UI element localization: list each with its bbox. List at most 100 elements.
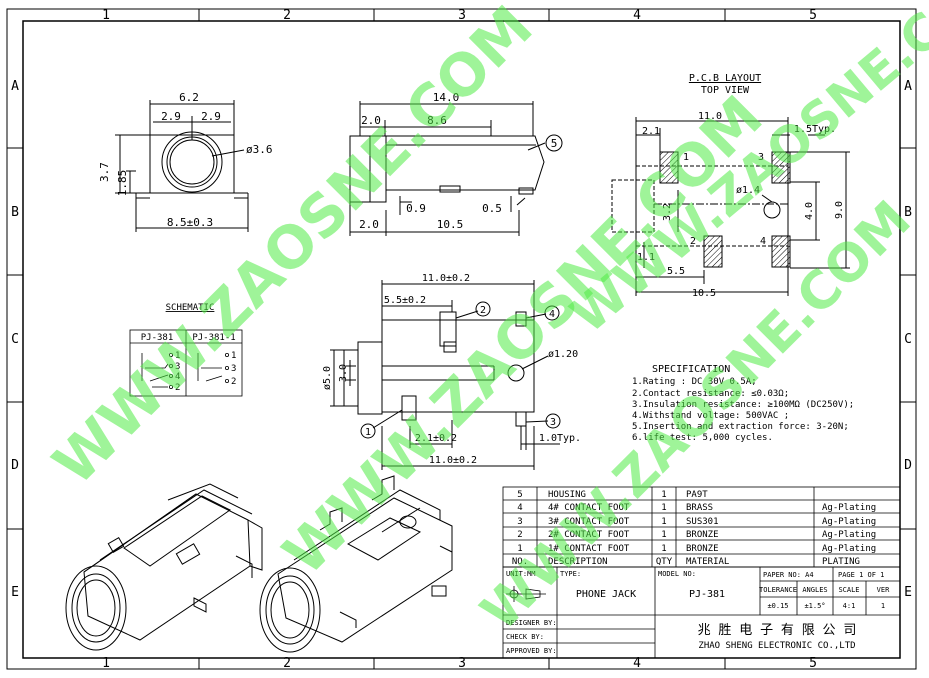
type-label: TYPE: [560,570,581,578]
sheet-frame [6,8,917,670]
row-label: B [904,205,912,220]
model-value: PJ-381 [689,589,725,600]
col-label: 2 [283,656,291,671]
unit-label: UNIT:MM [506,570,536,578]
spec-line: 3.Insulation resistance: ≥100MΩ (DC250V)… [632,400,854,410]
schematic-header: PJ-381 [141,333,174,343]
row-label: B [11,205,19,220]
pin-number: 1 [231,351,236,361]
col-label: 1 [102,8,110,23]
bom-cell: BRONZE [686,530,719,540]
bom-cell: 4 [517,503,522,513]
pad-number: 1 [683,152,689,163]
bom-cell: Ag-Plating [822,530,876,540]
front-view-dims: 6.2 2.9 2.9 3.7 1.85 8.5±0.3 ø3.6 [98,91,273,229]
dim-label: 2.1 [642,126,660,137]
bom-cell: 1 [661,503,666,513]
dim-label: 11.0 [698,111,722,122]
pin-number: 2 [175,383,180,393]
dim-label: 5.5±0.2 [384,295,426,306]
title-block-text: UNIT:MM TYPE: PHONE JACK MODEL NO: PJ-38… [506,570,890,655]
dim-label: 3.0 [338,364,349,382]
dim-label: 11.0±0.2 [422,273,470,284]
pcb-subtitle: TOP VIEW [701,85,750,96]
bom-header-cell: DESCRIPTION [548,557,608,567]
bom-header-cell: MATERIAL [686,557,729,567]
scale-label: SCALE [838,586,859,594]
bom-cell: 1 [661,490,666,500]
scale-value: 4:1 [843,602,856,610]
bom-cell: 3 [517,517,522,527]
dim-label: 14.0 [433,91,460,104]
pad-4 [771,235,791,268]
dim-label: 10.5 [692,288,716,299]
type-value: PHONE JACK [576,589,636,600]
dim-label: 1.5Typ. [794,124,836,135]
company-name-en: ZHAO SHENG ELECTRONIC CO.,LTD [698,641,855,651]
pin-number: 2 [231,377,236,387]
dim-label: 1.1 [637,252,655,263]
bom-cell: 1 [661,530,666,540]
bom-cell: 2 [517,530,522,540]
dim-label: 2.9 [161,110,181,123]
front-view [115,100,249,232]
pin-number: 3 [231,364,236,374]
row-labels-right: A B C D E [904,79,912,600]
top-view [330,280,561,470]
bom-cell: 2# CONTACT FOOT [548,530,630,540]
bom-cell: PA9T [686,490,708,500]
bom-cell: 1 [661,544,666,554]
spec-line: 4.Withstand voltage: 500VAC ; [632,411,789,421]
col-label: 5 [809,656,817,671]
bom-cell: BRONZE [686,544,719,554]
col-label: 3 [458,656,466,671]
bom-cell: HOUSING [548,490,586,500]
side-view-dims: 14.0 2.0 8.6 0.9 0.5 2.0 10.5 5 [359,91,557,231]
ver-value: 1 [881,602,885,610]
callout-number: 4 [549,309,555,320]
page-label: PAGE 1 OF 1 [838,571,884,579]
bom-cell: 5 [517,490,522,500]
bom-cell: 1 [517,544,522,554]
dim-label: 2.0 [361,114,381,127]
dim-label: 1.85 [116,170,129,197]
bom-cell: SUS301 [686,517,719,527]
spec-line: 2.Contact resistance: ≤0.03Ω; [632,389,789,399]
side-view [349,101,563,236]
row-label: C [904,332,912,347]
dim-label: 4.0 [804,202,815,220]
bom-header-cell: NO. [512,557,528,567]
angles-value: ±1.5° [804,602,825,610]
row-labels-left: A B C D E [11,79,19,600]
pad-3 [771,151,791,184]
isometric-view-2 [259,475,453,653]
col-label: 3 [458,8,466,23]
dim-label: 10.5 [437,218,464,231]
top-view-dims: 11.0±0.2 5.5±0.2 ø1.20 ø5.0 3.0 2.1±0.2 … [322,273,581,466]
bom-cell: Ag-Plating [822,517,876,527]
dim-label: ø1.20 [548,349,578,360]
schematic-header: PJ-381-1 [192,333,235,343]
dim-label: 8.5±0.3 [167,216,213,229]
callout-number: 1 [365,427,371,438]
pad-number: 2 [690,236,696,247]
dim-label: 3.7 [98,162,111,182]
dim-label: 9.0 [834,201,845,219]
paper-label: PAPER NO: A4 [763,571,814,579]
pin-number: 4 [175,372,180,382]
row-label: D [904,458,912,473]
bom-rows: 5 HOUSING 1 PA9T 4 4# CONTACT FOOT 1 BRA… [512,490,876,567]
row-label: C [11,332,19,347]
dim-label: 2.1±0.2 [415,433,457,444]
spec-line: 1.Rating : DC 30V 0.5A; [632,377,757,387]
row-label: E [904,585,912,600]
schematic-text: SCHEMATIC PJ-381 PJ-381-1 1 3 4 2 1 3 2 [141,303,237,393]
pcb-pads [659,151,791,268]
bom-cell: Ag-Plating [822,544,876,554]
pcb-layout-text: P.C.B LAYOUT TOP VIEW 11.0 1.5Typ. 2.1 3… [637,73,845,299]
dim-label: 1.0Typ. [539,433,581,444]
dim-label: 11.0±0.2 [429,455,477,466]
bom-header-cell: PLATING [822,557,860,567]
tolerance-value: ±0.15 [767,602,788,610]
row-label: A [11,79,19,94]
